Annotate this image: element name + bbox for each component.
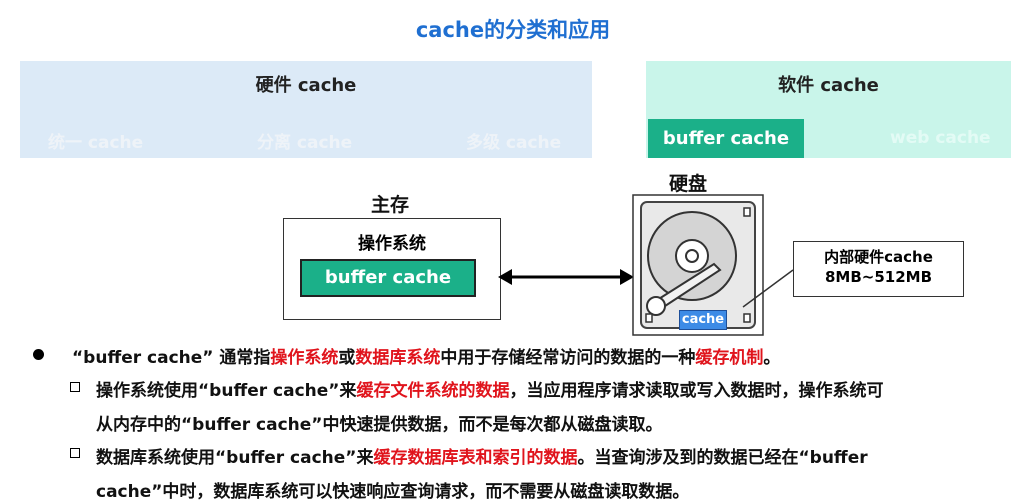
sub-bullet-2-line-1: 数据库系统使用“buffer cache”来缓存数据库表和索引的数据。当查询涉及… — [96, 443, 868, 468]
sub-bullet-1-line-1: 操作系统使用“buffer cache”来缓存文件系统的数据，当应用程序请求读取… — [96, 376, 883, 401]
buffer-cache-tab: buffer cache — [648, 119, 804, 158]
sub1-part-b: ，当应用程序请求读取或写入数据时，操作系统可 — [509, 381, 884, 401]
sub-bullet-box-2 — [70, 448, 80, 458]
callout-line2: 8MB~512MB — [824, 268, 933, 286]
sub-bullet-1-line-2: 从内存中的“buffer cache”中快速提供数据，而不是每次都从磁盘读取。 — [96, 415, 663, 435]
main-memory-box: 操作系统 buffer cache — [283, 218, 501, 320]
sub1-part-a: 操作系统使用“buffer cache”来 — [96, 381, 357, 401]
hardware-cache-panel: 硬件 cache 统一 cache 分离 cache 多级 cache — [20, 61, 592, 158]
hard-disk-icon — [632, 194, 764, 336]
split-cache-item: 分离 cache — [257, 133, 353, 153]
main-bullet-part2: 或 — [338, 348, 356, 368]
software-cache-panel: 软件 cache buffer cache web cache — [646, 61, 1011, 158]
main-bullet-part3: 中用于存储经常访问的数据的一种 — [440, 348, 696, 368]
sub2-red: 缓存数据库表和索引的数据 — [373, 448, 578, 468]
software-cache-title: 软件 cache — [778, 75, 879, 96]
main-bullet-text: “buffer cache” 通常指操作系统或数据库系统中用于存储经常访问的数据… — [72, 343, 780, 368]
main-bullet-red1: 操作系统 — [270, 348, 339, 368]
internal-cache-callout: 内部硬件cache 8MB~512MB — [793, 241, 964, 297]
hardware-cache-title: 硬件 cache — [255, 75, 357, 96]
unified-cache-item: 统一 cache — [48, 133, 144, 153]
callout-leader — [742, 269, 794, 308]
callout-line1: 内部硬件cache — [824, 248, 933, 266]
disk-cache-chip: cache — [679, 310, 727, 330]
bullet-dot — [33, 349, 44, 360]
disk-label: 硬盘 — [669, 173, 708, 195]
web-cache-item: web cache — [890, 128, 991, 148]
main-memory-label: 主存 — [371, 194, 410, 216]
sub-bullet-box-1 — [70, 382, 80, 392]
main-bullet-part4: 。 — [763, 348, 781, 368]
sub2-part-b: 。当查询涉及到的数据已经在“buffer — [577, 448, 868, 468]
sub2-part-a: 数据库系统使用“buffer cache”来 — [96, 448, 374, 468]
page-title: cache的分类和应用 — [415, 18, 611, 42]
buffer-cache-box: buffer cache — [300, 259, 476, 297]
main-bullet-part1: “buffer cache” 通常指 — [72, 348, 271, 368]
main-bullet-red3: 缓存机制 — [695, 348, 764, 368]
multilevel-cache-item: 多级 cache — [466, 133, 562, 153]
main-bullet-red2: 数据库系统 — [355, 348, 441, 368]
sub-bullet-2-line-2: cache”中时，数据库系统可以快速响应查询请求，而不需要从磁盘读取数据。 — [96, 482, 690, 502]
sub1-red: 缓存文件系统的数据 — [356, 381, 510, 401]
os-label: 操作系统 — [358, 234, 426, 254]
double-arrow — [498, 269, 634, 285]
